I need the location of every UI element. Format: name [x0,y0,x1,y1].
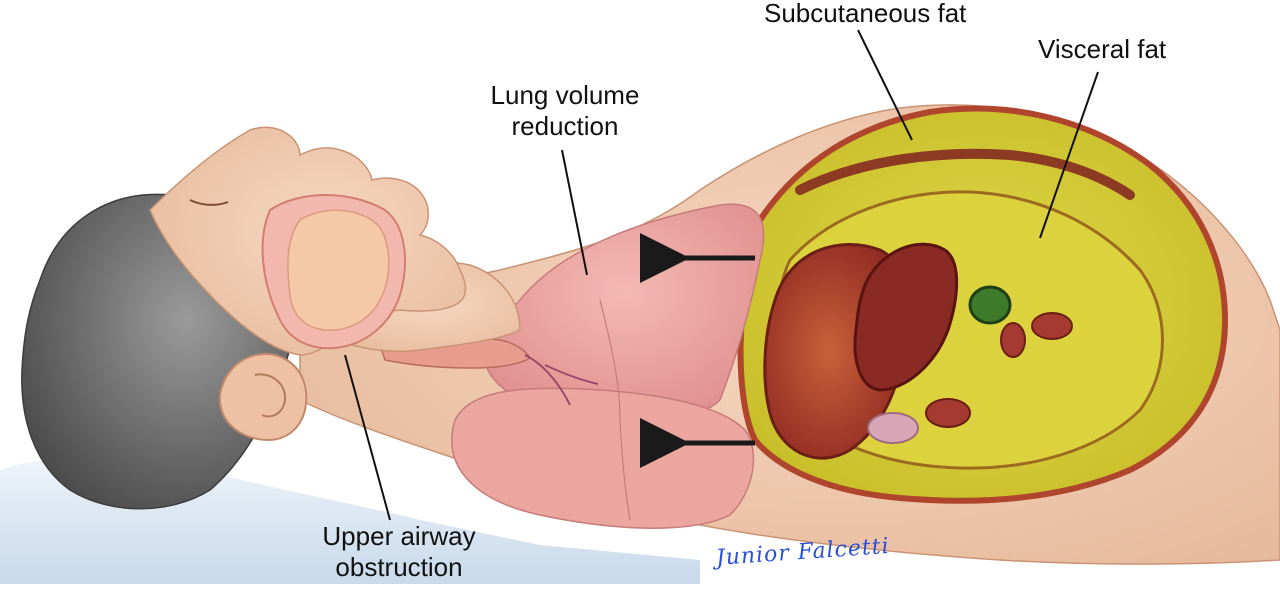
label-lung-volume-reduction: Lung volume reduction [470,80,660,142]
label-subcutaneous-fat: Subcutaneous fat [764,0,967,28]
stomach [853,242,959,392]
bronchial-branch [524,354,599,406]
vessel-2 [1031,312,1073,340]
ear-inner [254,373,287,418]
leader-subcutaneous-fat [857,29,913,141]
closed-eye [189,199,229,206]
lung-lower [451,387,755,529]
label-upper-airway-line1: Upper airway [322,521,476,551]
leader-upper-airway [344,354,391,521]
abdominal-muscle-band [795,148,1135,200]
label-lung-volume-line1: Lung volume [490,80,640,110]
tongue [287,209,390,331]
label-upper-airway-obstruction: Upper airway obstruction [304,521,494,583]
lung-fissure [599,299,631,521]
intestine [867,412,919,444]
kidney [925,398,971,428]
ear [218,353,308,442]
label-upper-airway-line2: obstruction [335,552,463,582]
label-lung-volume-line2: reduction [511,111,619,141]
vessel-1 [1000,322,1026,358]
colon-green [968,285,1012,325]
leader-visceral-fat [1039,71,1099,239]
leader-lung-volume [561,149,588,276]
label-visceral-fat: Visceral fat [1038,34,1167,64]
